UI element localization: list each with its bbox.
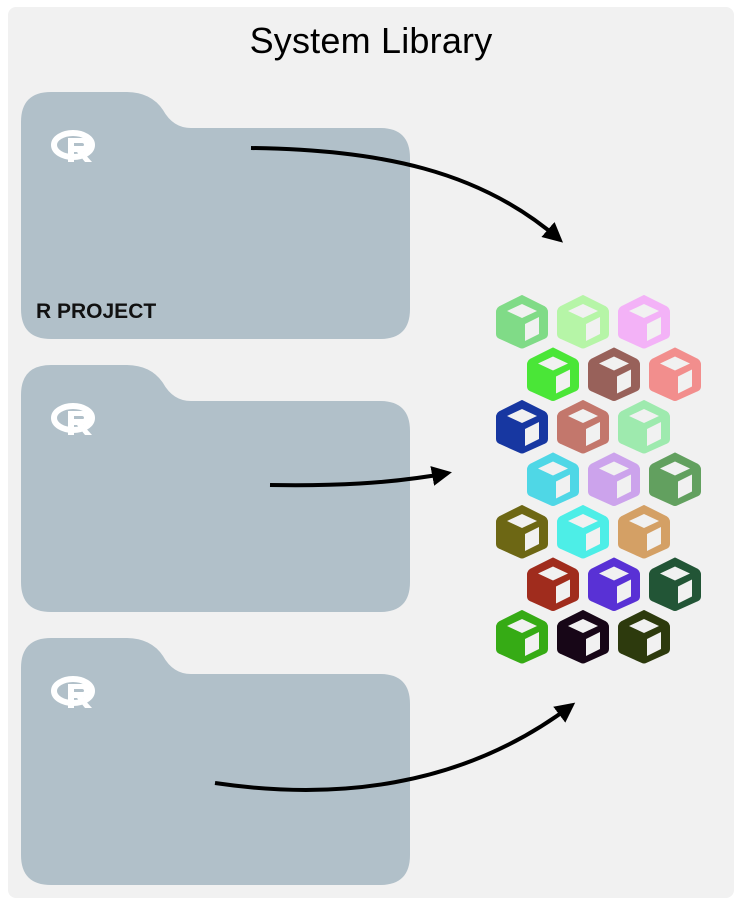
package-cube-icon [557,505,609,559]
package-cube-icon [618,295,670,349]
folder-shape [21,365,410,612]
folder-shape [21,638,410,885]
package-cube-icon [557,295,609,349]
package-cube-icon [588,452,640,506]
project-folder-3 [21,638,410,885]
r-logo-icon [51,403,95,435]
folder-shape [21,92,410,339]
package-cube-icon [527,557,579,611]
package-cube-icon [588,557,640,611]
arrow-project-3-to-library [214,702,576,792]
package-cube-icon [618,400,670,454]
arrow-project-1-to-library [250,146,564,243]
package-cube-icon [649,557,701,611]
package-cube-icon [618,610,670,664]
package-cube-icon [527,452,579,506]
project-folder-1 [21,92,410,339]
r-logo-icon [51,676,95,708]
package-cube-icon [649,347,701,401]
package-cube-icon [618,505,670,559]
package-cube-icon [557,400,609,454]
r-logo-icon [51,130,95,162]
package-cube-icon [496,505,548,559]
arrow-project-2-to-library [269,466,452,488]
package-cube-icon [496,400,548,454]
package-cube-icon [496,610,548,664]
package-cube-icon [588,347,640,401]
package-cube-icon [649,452,701,506]
package-cube-icon [496,295,548,349]
page-title: System Library [249,20,493,61]
folder-label: R PROJECT [36,300,157,323]
package-cube-icon [527,347,579,401]
project-folder-2 [21,365,410,612]
package-cube-icon [557,610,609,664]
